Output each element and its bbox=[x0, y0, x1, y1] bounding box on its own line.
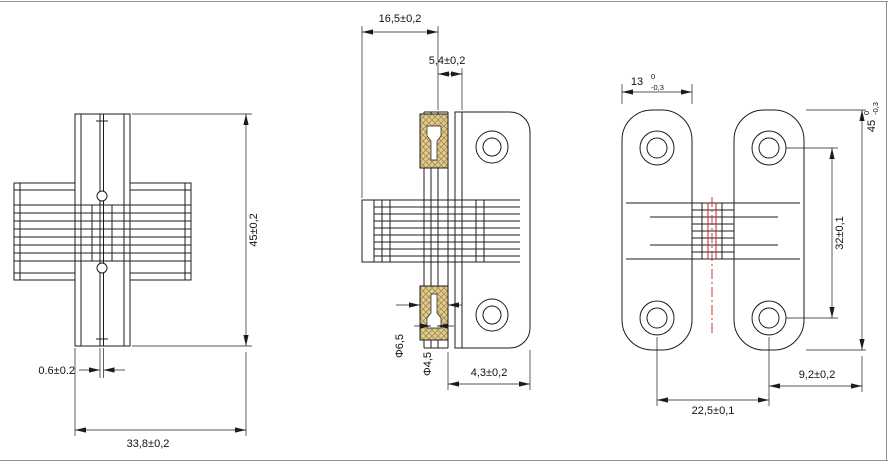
countersink-bore bbox=[426, 125, 442, 161]
dim-hole-spacing-vertical: 32±0,1 bbox=[786, 147, 846, 319]
dim-hole-spacing-horizontal: 22,5±0,1 bbox=[656, 337, 770, 417]
left-wing-plate bbox=[13, 182, 76, 281]
screw-hole-inner bbox=[758, 137, 780, 159]
dim-label-leaf-thickness: 5,4±0,2 bbox=[429, 55, 466, 67]
linkage-bars bbox=[14, 204, 191, 262]
dim-label-leaf-width-13-tol-upper: 0 bbox=[651, 72, 655, 81]
side-leaf-screw-holes bbox=[475, 130, 509, 332]
dim-body-height: 45±0,2 bbox=[132, 113, 260, 347]
hinge-center-column bbox=[74, 113, 131, 347]
mounting-insert-bottom bbox=[419, 285, 449, 341]
column-body bbox=[74, 113, 131, 347]
dim-leaf-thickness: 5,4±0,2 bbox=[429, 55, 466, 110]
dim-label-body-width: 33,8±0,2 bbox=[127, 438, 170, 450]
right-wing-plate bbox=[129, 182, 192, 281]
screw-holes bbox=[639, 130, 787, 336]
section-view: 16,5±0,2 5,4±0,2 Φ6,5 Φ4,5 4,3±0,2 bbox=[361, 13, 531, 390]
knuckle-band bbox=[626, 197, 800, 334]
screw-hole-inner bbox=[482, 137, 502, 157]
dim-label-hole-spacing-horizontal: 22,5±0,1 bbox=[692, 405, 735, 417]
dim-label-hole-edge-offset: 9,2±0,2 bbox=[799, 369, 836, 381]
screw-hole-inner bbox=[482, 305, 502, 325]
dim-label-edge-offset: 4,3±0,2 bbox=[471, 367, 508, 379]
assembled-view: 13 0 -0,3 45 0 -0,3 32±0,1 9,2±0,2 bbox=[621, 72, 880, 417]
dim-label-hole-spacing-vertical: 32±0,1 bbox=[834, 216, 846, 250]
dim-center-gap: 0.6±0.2 bbox=[38, 348, 125, 378]
screw-hole-inner bbox=[646, 307, 668, 329]
dim-label-body-height: 45±0,2 bbox=[248, 213, 260, 247]
dim-leaf-width-13: 13 0 -0,3 bbox=[621, 72, 693, 104]
side-leaf-body bbox=[454, 111, 531, 349]
dim-label-overall-height-tol-upper: 0 bbox=[862, 111, 871, 115]
mounting-insert-top bbox=[419, 113, 449, 169]
dim-body-width: 33,8±0,2 bbox=[74, 348, 247, 450]
linkage-end-cap bbox=[361, 199, 375, 263]
dim-label-overall-height-group: 45 0 -0,3 bbox=[862, 102, 880, 132]
dim-label-leaf-width: 16,5±0,2 bbox=[379, 13, 422, 25]
dim-label-center-gap: 0.6±0.2 bbox=[38, 365, 75, 377]
hinge-wings bbox=[13, 182, 192, 281]
dim-edge-offset: 4,3±0,2 bbox=[447, 350, 531, 390]
dim-hole-edge-offset: 9,2±0,2 bbox=[768, 337, 863, 392]
pivot-pin-bottom bbox=[96, 262, 108, 274]
dim-label-insert-diameter: Φ6,5 bbox=[394, 334, 406, 358]
screw-hole-inner bbox=[758, 307, 780, 329]
dim-leaf-width: 16,5±0,2 bbox=[361, 13, 439, 198]
screw-hole-inner bbox=[646, 137, 668, 159]
dim-label-hole-diameter: Φ4,5 bbox=[422, 352, 434, 376]
pivot-pin-top bbox=[96, 190, 108, 202]
dim-label-overall-height-tol-lower: -0,3 bbox=[871, 102, 880, 115]
dim-insert-diameter: Φ6,5 bbox=[394, 302, 462, 358]
dim-overall-height-45: 45 0 -0,3 bbox=[806, 102, 880, 351]
dim-label-leaf-width-13: 13 bbox=[631, 76, 643, 88]
front-view: 45±0,2 0.6±0.2 33,8±0,2 bbox=[13, 113, 260, 450]
dim-hole-diameter: Φ4,5 bbox=[414, 323, 454, 376]
dim-label-overall-height: 45 bbox=[866, 120, 878, 132]
dim-label-leaf-width-13-tol-lower: -0,3 bbox=[651, 83, 664, 92]
linkage-bars-section bbox=[374, 199, 520, 263]
